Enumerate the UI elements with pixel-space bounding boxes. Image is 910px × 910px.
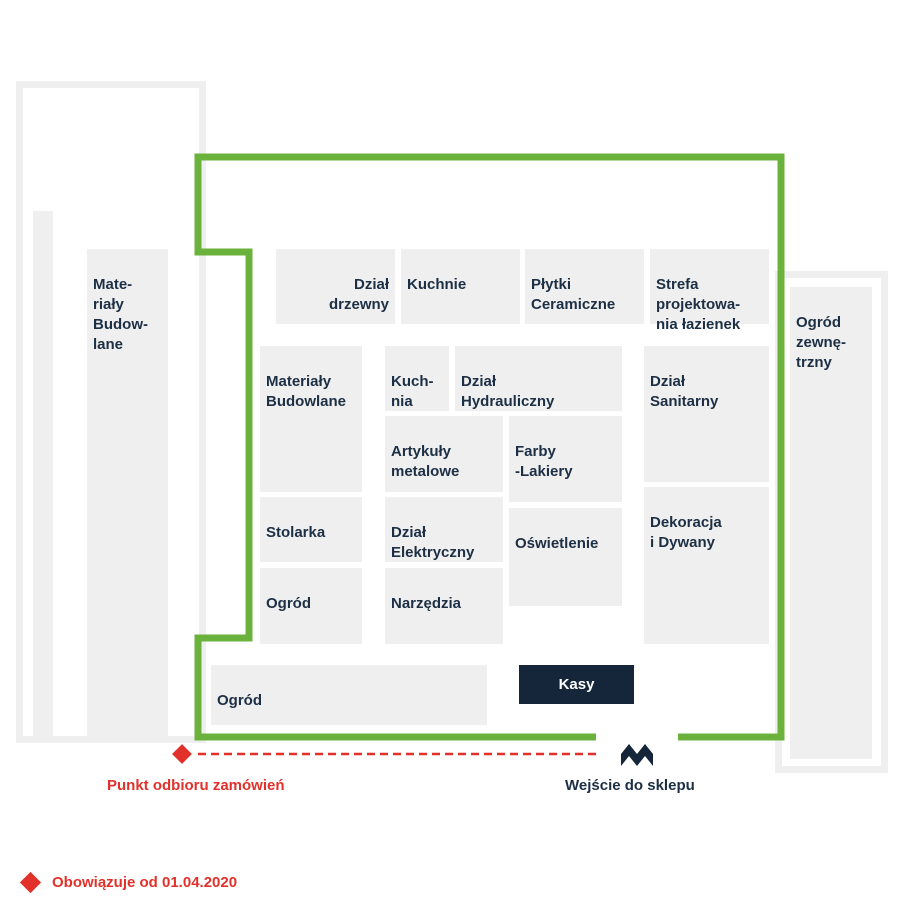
zone-dzial-hydrauliczny[interactable]: Dział Hydrauliczny — [455, 346, 622, 411]
zone-materialy-budowlane-left-main[interactable]: Mate- riały Budow- lane — [87, 249, 168, 742]
zone-label: Oświetlenie — [515, 535, 599, 552]
zone-artykuly-metalowe[interactable]: Artykuły metalowe — [385, 416, 503, 492]
zone-ogrod-bottom[interactable]: Ogród — [211, 665, 487, 725]
zone-label: Narzędzia — [391, 595, 462, 612]
kasy-label: Kasy — [558, 676, 595, 693]
zone-dzial-drzewny[interactable]: Dział drzewny — [276, 249, 395, 324]
zone-dzial-elektryczny[interactable]: Dział Elektryczny — [385, 497, 503, 562]
zone-materialy-budowlane-left[interactable] — [33, 211, 53, 741]
pickup-point-icon — [172, 744, 192, 764]
zone-label: Ogród — [266, 595, 311, 612]
zone-narzedzia[interactable]: Narzędzia — [385, 568, 503, 644]
zone-label: Dział drzewny — [328, 276, 389, 313]
zone-label: Ogród — [217, 692, 262, 709]
zone-label: Dział Elektryczny — [391, 524, 475, 561]
entrance-label: Wejście do sklepu — [565, 777, 695, 794]
zone-ogrod-inner[interactable]: Ogród — [260, 568, 362, 644]
zone-dzial-sanitarny[interactable]: Dział Sanitarny — [644, 346, 769, 482]
zone-strefa-lazienek[interactable]: Strefa projektowa- nia łazienek — [650, 249, 769, 333]
zone-label: Stolarka — [266, 524, 326, 541]
zone-farby-lakiery[interactable]: Farby -Lakiery — [509, 416, 622, 502]
zone-dekoracja-dywany[interactable]: Dekoracja i Dywany — [644, 487, 769, 644]
zone-kuchnie[interactable]: Kuchnie — [401, 249, 520, 324]
zone-label: Dekoracja i Dywany — [650, 514, 722, 551]
zone-label: Kuchnie — [407, 276, 467, 293]
zone-label: Mate- riały Budow- lane — [93, 276, 148, 353]
zone-kuchnia[interactable]: Kuch- nia — [385, 346, 449, 411]
checkout-kasy[interactable]: Kasy — [519, 665, 634, 704]
pickup-point-label: Punkt odbioru zamówień — [107, 777, 285, 794]
legend-diamond-icon — [19, 871, 42, 894]
entrance-icon — [621, 744, 653, 766]
zone-label: Dział Hydrauliczny — [461, 373, 555, 410]
zone-label: Płytki Ceramiczne — [531, 276, 616, 313]
zone-label: Farby -Lakiery — [515, 443, 573, 480]
zone-plytki-ceramiczne[interactable]: Płytki Ceramiczne — [525, 249, 644, 324]
zone-oswietlenie[interactable]: Oświetlenie — [509, 508, 622, 606]
zone-label: Artykuły metalowe — [391, 443, 460, 480]
zone-materialy-budowlane[interactable]: Materiały Budowlane — [260, 346, 362, 492]
zone-ogrod-zewnetrzny[interactable]: Ogród zewnę- trzny — [790, 287, 872, 759]
valid-from-label: Obowiązuje od 01.04.2020 — [52, 874, 238, 891]
zone-label: Materiały Budowlane — [266, 373, 347, 410]
zone-label: Dział Sanitarny — [650, 373, 719, 410]
zone-label: Strefa projektowa- nia łazienek — [656, 276, 741, 333]
zone-stolarka[interactable]: Stolarka — [260, 497, 362, 562]
zone-label: Kuch- nia — [391, 373, 434, 410]
zone-label: Ogród zewnę- trzny — [796, 314, 847, 371]
